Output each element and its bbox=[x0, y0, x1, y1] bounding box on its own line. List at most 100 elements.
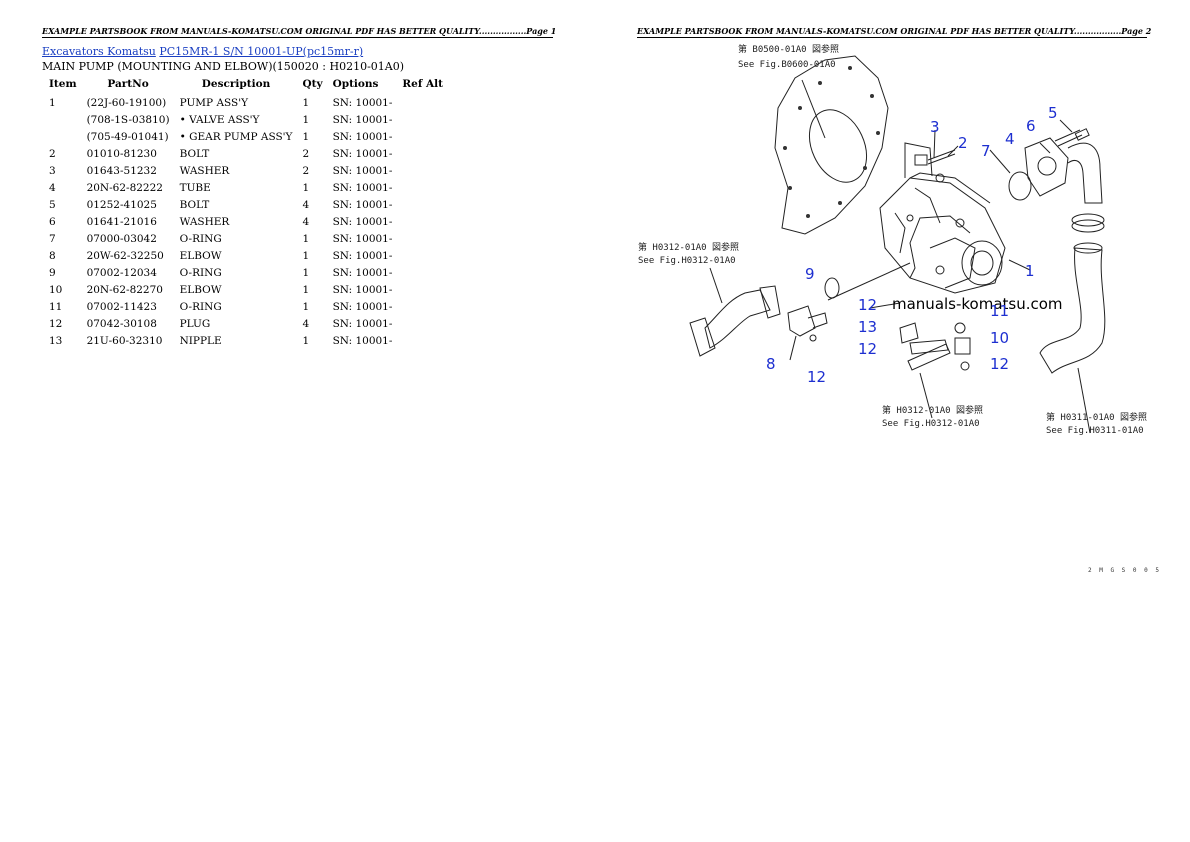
col-header-ref-alt: Ref Alt bbox=[402, 78, 443, 90]
col-header-partno: PartNo bbox=[107, 78, 149, 90]
cell-item: 1 bbox=[49, 96, 56, 109]
table-row: 1 (22J-60-19100) PUMP ASS'Y 1 SN: 10001- bbox=[42, 94, 448, 111]
cell-options: SN: 10001- bbox=[332, 147, 393, 160]
cell-partno: (705-49-01041) bbox=[86, 130, 169, 143]
breadcrumb: Excavators Komatsu PC15MR-1 S/N 10001-UP… bbox=[42, 45, 363, 58]
cell-partno: 07002-12034 bbox=[86, 266, 157, 279]
callout-12-d: 12 bbox=[990, 355, 1009, 373]
cell-options: SN: 10001- bbox=[332, 181, 393, 194]
cell-partno: 20N-62-82270 bbox=[86, 283, 163, 296]
col-header-qty: Qty bbox=[302, 78, 323, 90]
cell-item: 4 bbox=[49, 181, 56, 194]
cell-item: 13 bbox=[49, 334, 63, 347]
ref-label-top-jp: 第 B0500-01A0 図参照 bbox=[738, 43, 839, 55]
ref-label-left-jp: 第 H0312-01A0 図参照 bbox=[638, 241, 739, 253]
cell-ref-alt bbox=[397, 179, 448, 196]
page-header-2: EXAMPLE PARTSBOOK FROM MANUALS-KOMATSU.C… bbox=[637, 26, 1152, 38]
callout-4: 4 bbox=[1005, 130, 1015, 148]
cell-qty: 1 bbox=[302, 181, 310, 194]
cell-qty: 1 bbox=[302, 113, 310, 126]
cell-partno: 01643-51232 bbox=[86, 164, 157, 177]
cell-options: SN: 10001- bbox=[332, 96, 393, 109]
cell-description: TUBE bbox=[179, 181, 211, 194]
cell-item: 5 bbox=[49, 198, 56, 211]
cell-ref-alt bbox=[397, 264, 448, 281]
cell-ref-alt bbox=[397, 332, 448, 349]
callout-12-a: 12 bbox=[858, 296, 877, 314]
cell-qty: 2 bbox=[302, 164, 310, 177]
cell-ref-alt bbox=[397, 213, 448, 230]
cell-qty: 1 bbox=[302, 334, 310, 347]
cell-item: 11 bbox=[49, 300, 63, 313]
cell-partno: 01010-81230 bbox=[86, 147, 157, 160]
cell-qty: 1 bbox=[302, 300, 310, 313]
cell-partno: 01252-41025 bbox=[86, 198, 157, 211]
cell-options: SN: 10001- bbox=[332, 232, 393, 245]
cell-options: SN: 10001- bbox=[332, 198, 393, 211]
callout-8: 8 bbox=[766, 355, 776, 373]
cell-partno: 07002-11423 bbox=[86, 300, 157, 313]
breadcrumb-link-category[interactable]: Excavators Komatsu bbox=[42, 45, 156, 58]
cell-description: BOLT bbox=[179, 147, 210, 160]
cell-partno: (22J-60-19100) bbox=[86, 96, 167, 109]
breadcrumb-link-model[interactable]: PC15MR-1 S/N 10001-UP(pc15mr-r) bbox=[159, 45, 364, 58]
cell-description: ELBOW bbox=[179, 283, 222, 296]
cell-item: 9 bbox=[49, 266, 56, 279]
page-title: MAIN PUMP (MOUNTING AND ELBOW)(150020 : … bbox=[42, 60, 405, 73]
cell-options: SN: 10001- bbox=[332, 317, 393, 330]
cell-partno: 21U-60-32310 bbox=[86, 334, 163, 347]
cell-item bbox=[42, 111, 82, 128]
watermark: manuals-komatsu.com bbox=[892, 295, 1063, 313]
cell-ref-alt bbox=[397, 196, 448, 213]
cell-description: WASHER bbox=[179, 215, 230, 228]
cell-ref-alt bbox=[397, 315, 448, 332]
cell-item: 12 bbox=[49, 317, 63, 330]
callout-6: 6 bbox=[1026, 117, 1036, 135]
cell-ref-alt bbox=[397, 281, 448, 298]
cell-qty: 1 bbox=[302, 232, 310, 245]
cell-description: O-RING bbox=[179, 232, 222, 245]
cell-qty: 1 bbox=[302, 266, 310, 279]
flange-plate-drawing bbox=[774, 55, 889, 235]
left-hose-drawing bbox=[704, 289, 771, 349]
callout-5: 5 bbox=[1048, 104, 1058, 122]
cell-ref-alt bbox=[397, 230, 448, 247]
ref-label-right-en: See Fig.H0311-01A0 bbox=[1046, 426, 1144, 436]
cell-description: O-RING bbox=[179, 300, 222, 313]
ref-label-bottom-en: See Fig.H0312-01A0 bbox=[882, 419, 980, 429]
callout-9: 9 bbox=[805, 265, 815, 283]
cell-partno: 20N-62-82222 bbox=[86, 181, 163, 194]
cell-qty: 1 bbox=[302, 96, 310, 109]
cell-partno: 20W-62-32250 bbox=[86, 249, 164, 262]
cell-options: SN: 10001- bbox=[332, 215, 393, 228]
parts-diagram: 第 B0500-01A0 図参照 See Fig.B0600-01A0 第 H0… bbox=[638, 43, 1147, 436]
cell-options: SN: 10001- bbox=[332, 249, 393, 262]
cell-ref-alt bbox=[397, 298, 448, 315]
cell-description: O-RING bbox=[179, 266, 222, 279]
cell-qty: 4 bbox=[302, 317, 310, 330]
callout-1: 1 bbox=[1025, 262, 1035, 280]
cell-partno: 01641-21016 bbox=[86, 215, 157, 228]
cell-item: 8 bbox=[49, 249, 56, 262]
cell-item: 2 bbox=[49, 147, 56, 160]
cell-options: SN: 10001- bbox=[332, 113, 393, 126]
cell-description: PUMP ASS'Y bbox=[179, 96, 249, 109]
callout-12-b: 12 bbox=[858, 340, 877, 358]
col-header-options: Options bbox=[332, 78, 379, 90]
cell-item bbox=[42, 128, 82, 145]
ref-label-bottom-jp: 第 H0312-01A0 図参照 bbox=[882, 404, 983, 416]
cell-description: NIPPLE bbox=[179, 334, 222, 347]
drawing-code: 2 M G S 0 0 5 bbox=[1088, 567, 1161, 574]
cell-partno: 07042-30108 bbox=[86, 317, 157, 330]
callout-13: 13 bbox=[858, 318, 877, 336]
